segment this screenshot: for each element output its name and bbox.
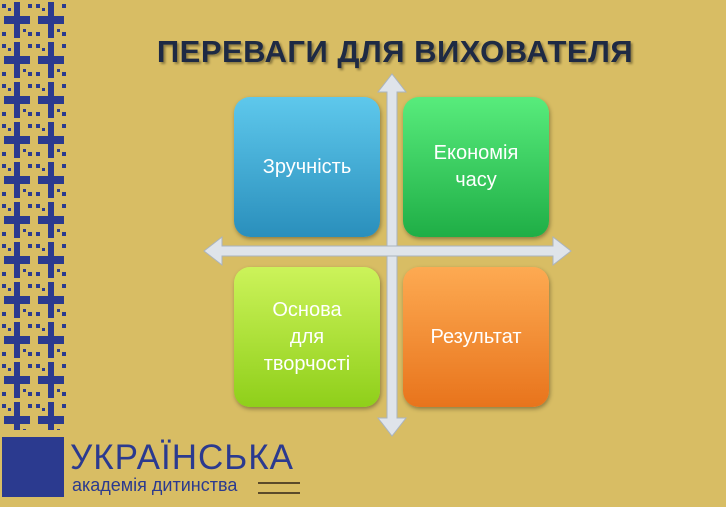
quadrant-convenience: Зручність	[234, 97, 380, 237]
horizontal-arrow	[203, 235, 572, 267]
quadrant-label: Результат	[430, 325, 522, 348]
quadrant-creativity: Основа для творчості	[234, 267, 380, 407]
embroidery-ornament	[0, 0, 68, 430]
quadrant-label: Основа для творчості	[263, 298, 351, 375]
slide-title: ПЕРЕВАГИ ДЛЯ ВИХОВАТЕЛЯ	[156, 34, 634, 69]
logo-title: УКРАЇНСЬКА	[70, 438, 294, 477]
quadrant-label: Економія часу	[433, 142, 519, 191]
quadrant-result: Результат	[403, 267, 549, 407]
logo-subtitle: академія дитинства	[72, 475, 238, 495]
logo-emblem	[2, 437, 64, 497]
logo-decor-lines	[258, 482, 300, 494]
quadrant-time-saving: Економія часу	[403, 97, 549, 237]
quadrant-label: Зручність	[262, 155, 352, 178]
